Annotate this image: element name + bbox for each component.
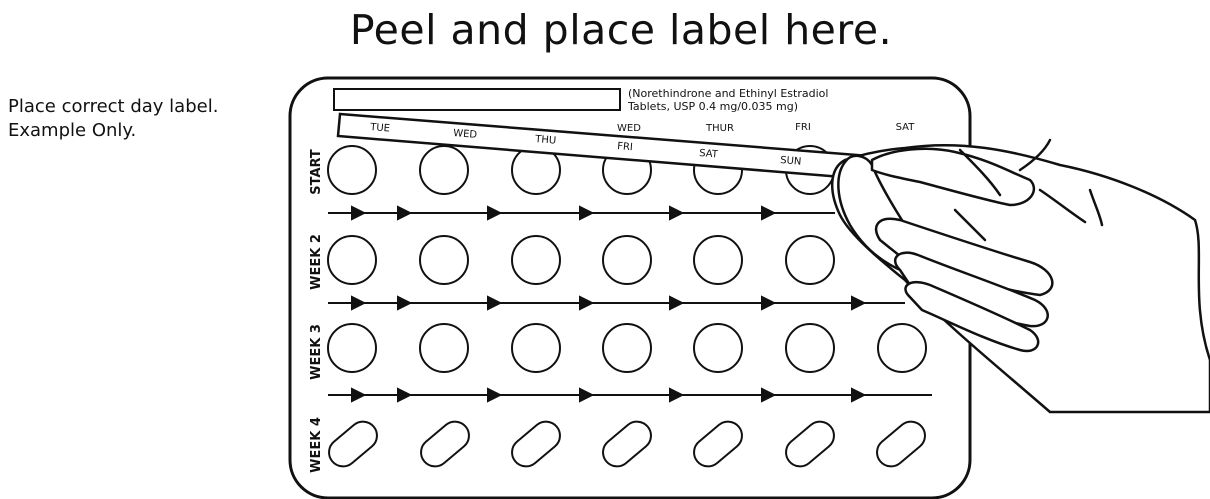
card-day-label-fri: FRI [795, 122, 811, 133]
card-day-label-wed: WED [617, 123, 641, 134]
pill [878, 324, 926, 372]
product-name-line-2: Tablets, USP 0.4 mg/0.035 mg) [627, 100, 798, 113]
card-day-label-sat: SAT [896, 122, 916, 133]
pill [328, 236, 376, 284]
pill [328, 324, 376, 372]
pill [603, 236, 651, 284]
pill [786, 324, 834, 372]
pill [512, 236, 560, 284]
label-placement-box[interactable] [334, 89, 620, 110]
week-label-3: WEEK 3 [309, 324, 324, 380]
sticker-day-thu: THU [534, 134, 557, 147]
card-day-label-thur: THUR [705, 123, 734, 134]
pill [328, 146, 376, 194]
sticker-day-tue: TUE [369, 122, 391, 135]
week-label-4: WEEK 4 [309, 417, 324, 473]
pill [512, 324, 560, 372]
pill [603, 324, 651, 372]
pill [420, 324, 468, 372]
pill [694, 236, 742, 284]
pill [694, 324, 742, 372]
sticker-day-sat: SAT [699, 148, 719, 161]
week-label-2: WEEK 2 [309, 234, 324, 290]
week-label-start: START [309, 149, 324, 195]
sticker-day-sun: SUN [780, 155, 802, 168]
pill [786, 236, 834, 284]
pill [420, 236, 468, 284]
sticker-day-wed: WED [453, 128, 478, 141]
product-name-line-1: (Norethindrone and Ethinyl Estradiol [628, 87, 828, 100]
sticker-day-fri: FRI [617, 141, 633, 153]
pill [420, 146, 468, 194]
